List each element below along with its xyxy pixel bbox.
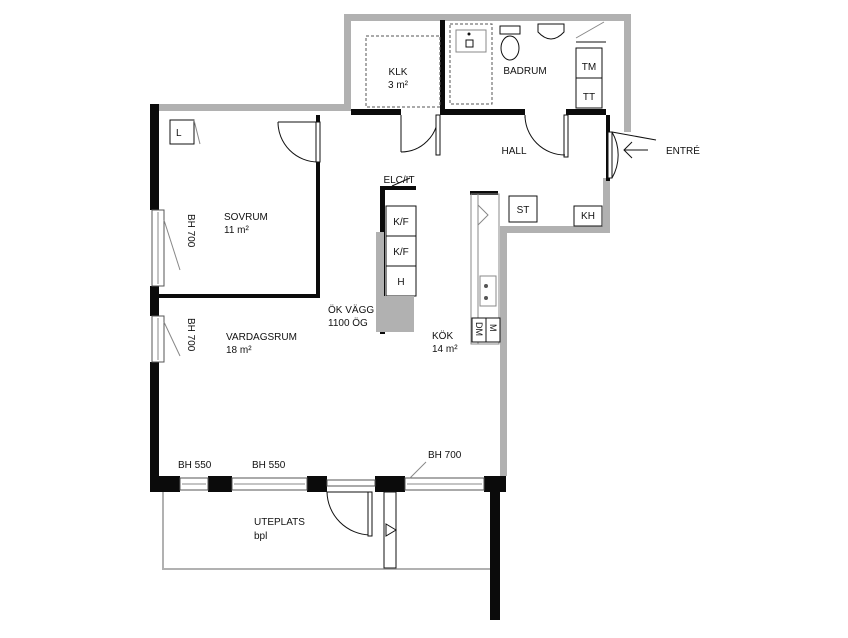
tm-label: TM — [582, 62, 596, 73]
bh-south-2: BH 550 — [252, 460, 286, 471]
st-label: ST — [517, 205, 530, 216]
hall-name: HALL — [501, 146, 526, 157]
sovrum-door[interactable] — [277, 121, 321, 163]
badrum-room: BADRUM TM TT — [449, 21, 606, 109]
kok-name: KÖK — [432, 330, 453, 342]
dm-label: DM — [474, 322, 484, 336]
bh-south-1: BH 550 — [178, 460, 212, 471]
sovrum-name: SOVRUM — [224, 212, 268, 223]
uteplats-area: UTEPLATS bpl — [254, 491, 397, 569]
sovrum-area: 11 m² — [224, 225, 249, 236]
uteplats-name: UTEPLATS — [254, 517, 305, 528]
kf2-label: K/F — [393, 247, 409, 258]
kh-label: KH — [581, 211, 595, 222]
klk-room: KLK 3 m² — [365, 35, 441, 108]
vardagsrum-room: BH 700 VARDAGSRUM 18 m² — [151, 315, 297, 363]
badrum-name: BADRUM — [503, 66, 546, 77]
balcony-door[interactable] — [326, 479, 376, 537]
vardagsrum-name: VARDAGSRUM — [226, 332, 297, 343]
badrum-door[interactable] — [524, 114, 569, 158]
ok-vagg-1: ÖK VÄGG — [328, 304, 374, 316]
south-windows: BH 550 BH 550 BH 700 — [178, 450, 485, 491]
vardagsrum-area: 18 m² — [226, 345, 252, 356]
bh-sovrum: BH 700 — [185, 214, 196, 248]
l-label: L — [176, 128, 182, 139]
h-label: H — [397, 277, 404, 288]
entre-label: ENTRÉ — [666, 144, 700, 157]
grey-walls — [150, 14, 631, 570]
kf1-label: K/F — [393, 217, 409, 228]
entry-door[interactable] — [607, 131, 657, 179]
ok-vagg-2: 1100 ÖG — [328, 317, 368, 329]
bh-vardagsrum: BH 700 — [185, 318, 196, 352]
klk-area: 3 m² — [388, 80, 409, 91]
hall-room: HALL ST KH — [501, 146, 603, 227]
klk-name: KLK — [389, 67, 408, 78]
elc-label: ELC/IT — [383, 175, 414, 186]
kok-area: 14 m² — [432, 344, 458, 355]
tt-label: TT — [583, 92, 595, 103]
kok-room: DM M KÖK 14 m² — [432, 193, 501, 355]
doors — [277, 114, 657, 537]
klk-door[interactable] — [400, 114, 441, 156]
entre-marker: ENTRÉ — [623, 141, 700, 159]
sovrum-room: L SOVRUM 11 m² BH 700 — [151, 119, 268, 287]
uteplats-note: bpl — [254, 531, 267, 542]
m-label: M — [488, 324, 498, 332]
bh-south-3: BH 700 — [428, 450, 462, 461]
elc-column: ELC/IT K/F K/F H ÖK VÄGG 1100 ÖG — [328, 175, 417, 332]
